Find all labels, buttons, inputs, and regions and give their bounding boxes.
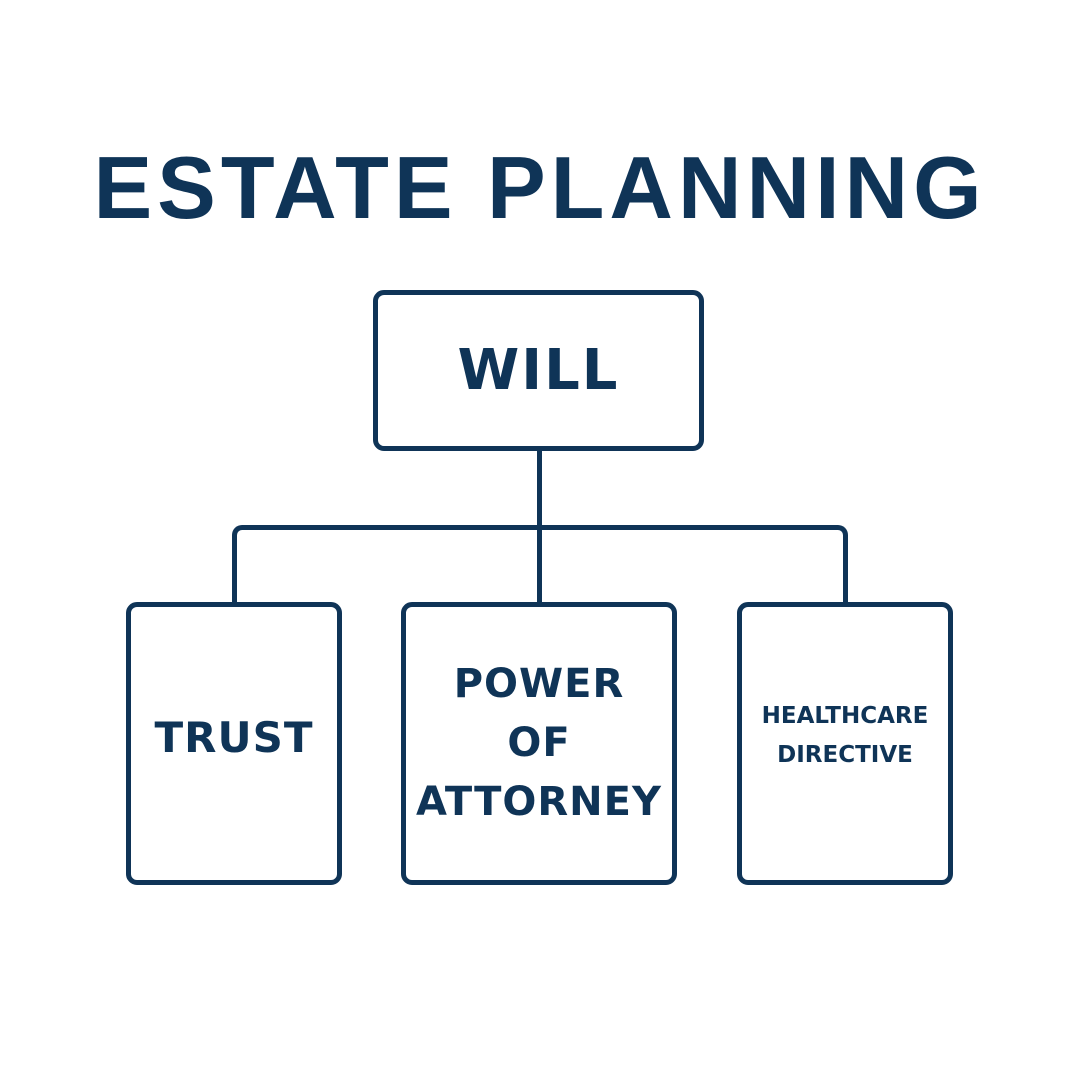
healthcare-directive-node: HEALTHCARE DIRECTIVE (737, 602, 953, 885)
power-of-attorney-node: POWER OF ATTORNEY (401, 602, 677, 885)
healthcare-directive-label: HEALTHCARE DIRECTIVE (761, 702, 929, 768)
will-node: WILL (373, 290, 704, 451)
connector-horizontal-bar (232, 525, 848, 605)
trust-node: TRUST (126, 602, 342, 885)
page-title: ESTATE PLANNING (93, 138, 987, 237)
will-label: WILL (457, 338, 620, 403)
power-of-attorney-label: POWER OF ATTORNEY (416, 661, 662, 825)
trust-label: TRUST (154, 713, 314, 762)
